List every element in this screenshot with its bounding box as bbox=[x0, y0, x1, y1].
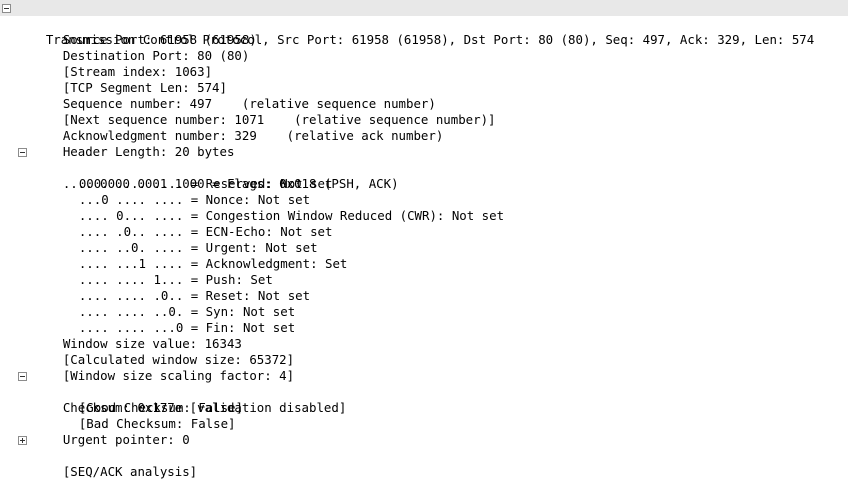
tree-field-bad-checksum[interactable]: [Bad Checksum: False] bbox=[0, 400, 848, 431]
node-label: .... 0000 0001 1000 = Flags: 0x018 (PSH,… bbox=[62, 176, 399, 191]
field-label: 000. .... .... = Reserved: Not set bbox=[78, 176, 333, 191]
tree-field-window-scaling-factor[interactable]: [Window size scaling factor: 4] bbox=[0, 352, 848, 383]
field-label: ...0 .... .... = Nonce: Not set bbox=[78, 192, 311, 207]
tree-field-flag-reset[interactable]: .... .... .0.. = Reset: Not set bbox=[0, 272, 848, 303]
tree-node-checksum[interactable]: Checksum: 0x177e [validation disabled] bbox=[0, 368, 848, 415]
collapse-icon[interactable] bbox=[18, 372, 27, 381]
field-label: [Window size scaling factor: 4] bbox=[62, 368, 295, 383]
node-label: Checksum: 0x177e [validation disabled] bbox=[62, 400, 347, 415]
field-label: Window size value: 16343 bbox=[62, 336, 242, 351]
field-label: Destination Port: 80 (80) bbox=[62, 48, 250, 63]
field-label: .... .... .0.. = Reset: Not set bbox=[78, 288, 311, 303]
field-label: Urgent pointer: 0 bbox=[62, 432, 190, 447]
tree-field-source-port[interactable]: Source Port: 61958 (61958) bbox=[0, 16, 848, 47]
field-label: .... ..0. .... = Urgent: Not set bbox=[78, 240, 318, 255]
field-label: [Stream index: 1063] bbox=[62, 64, 213, 79]
tree-field-tcp-segment-len[interactable]: [TCP Segment Len: 574] bbox=[0, 64, 848, 95]
field-label: Header Length: 20 bytes bbox=[62, 144, 235, 159]
tree-node-tcp[interactable]: Transmission Control Protocol, Src Port:… bbox=[0, 0, 848, 47]
tree-node-seq-ack-analysis[interactable]: [SEQ/ACK analysis] bbox=[0, 432, 848, 479]
tree-field-flag-ecn-echo[interactable]: .... .0.. .... = ECN-Echo: Not set bbox=[0, 208, 848, 239]
field-label: [Bad Checksum: False] bbox=[78, 416, 236, 431]
packet-details-tree[interactable]: Transmission Control Protocol, Src Port:… bbox=[0, 0, 848, 479]
tree-field-urgent-pointer[interactable]: Urgent pointer: 0 bbox=[0, 416, 848, 447]
tree-field-flag-urgent[interactable]: .... ..0. .... = Urgent: Not set bbox=[0, 224, 848, 255]
field-label: .... .0.. .... = ECN-Echo: Not set bbox=[78, 224, 333, 239]
field-label: .... .... ...0 = Fin: Not set bbox=[78, 320, 296, 335]
tree-field-flag-reserved[interactable]: 000. .... .... = Reserved: Not set bbox=[0, 160, 848, 191]
collapse-icon[interactable] bbox=[18, 148, 27, 157]
field-label: Sequence number: 497 (relative sequence … bbox=[62, 96, 436, 111]
field-label: [TCP Segment Len: 574] bbox=[62, 80, 227, 95]
tree-field-acknowledgment-number[interactable]: Acknowledgment number: 329 (relative ack… bbox=[0, 112, 848, 143]
tree-field-flag-nonce[interactable]: ...0 .... .... = Nonce: Not set bbox=[0, 176, 848, 207]
field-label: [Next sequence number: 1071 (relative se… bbox=[62, 112, 496, 127]
tree-field-stream-index[interactable]: [Stream index: 1063] bbox=[0, 48, 848, 79]
node-label: [SEQ/ACK analysis] bbox=[62, 464, 198, 479]
field-label: Acknowledgment number: 329 (relative ack… bbox=[62, 128, 444, 143]
tree-field-flag-fin[interactable]: .... .... ...0 = Fin: Not set bbox=[0, 304, 848, 335]
tree-field-next-sequence-number[interactable]: [Next sequence number: 1071 (relative se… bbox=[0, 96, 848, 127]
tree-field-sequence-number[interactable]: Sequence number: 497 (relative sequence … bbox=[0, 80, 848, 111]
field-label: .... ...1 .... = Acknowledgment: Set bbox=[78, 256, 348, 271]
tree-field-flag-cwr[interactable]: .... 0... .... = Congestion Window Reduc… bbox=[0, 192, 848, 223]
tree-field-flag-acknowledgment[interactable]: .... ...1 .... = Acknowledgment: Set bbox=[0, 240, 848, 271]
field-label: .... 0... .... = Congestion Window Reduc… bbox=[78, 208, 505, 223]
tree-field-calculated-window-size[interactable]: [Calculated window size: 65372] bbox=[0, 336, 848, 367]
node-label: Transmission Control Protocol, Src Port:… bbox=[45, 32, 815, 47]
tree-node-flags[interactable]: .... 0000 0001 1000 = Flags: 0x018 (PSH,… bbox=[0, 144, 848, 191]
field-label: [Good Checksum: False] bbox=[78, 400, 243, 415]
tree-field-window-size-value[interactable]: Window size value: 16343 bbox=[0, 320, 848, 351]
field-label: .... .... ..0. = Syn: Not set bbox=[78, 304, 296, 319]
collapse-icon[interactable] bbox=[2, 4, 11, 13]
field-label: .... .... 1... = Push: Set bbox=[78, 272, 273, 287]
tree-field-header-length[interactable]: Header Length: 20 bytes bbox=[0, 128, 848, 159]
tree-field-flag-syn[interactable]: .... .... ..0. = Syn: Not set bbox=[0, 288, 848, 319]
field-label: Source Port: 61958 (61958) bbox=[62, 32, 257, 47]
tree-field-destination-port[interactable]: Destination Port: 80 (80) bbox=[0, 32, 848, 63]
tree-field-flag-push[interactable]: .... .... 1... = Push: Set bbox=[0, 256, 848, 287]
field-label: [Calculated window size: 65372] bbox=[62, 352, 295, 367]
tree-field-good-checksum[interactable]: [Good Checksum: False] bbox=[0, 384, 848, 415]
expand-icon[interactable] bbox=[18, 436, 27, 445]
